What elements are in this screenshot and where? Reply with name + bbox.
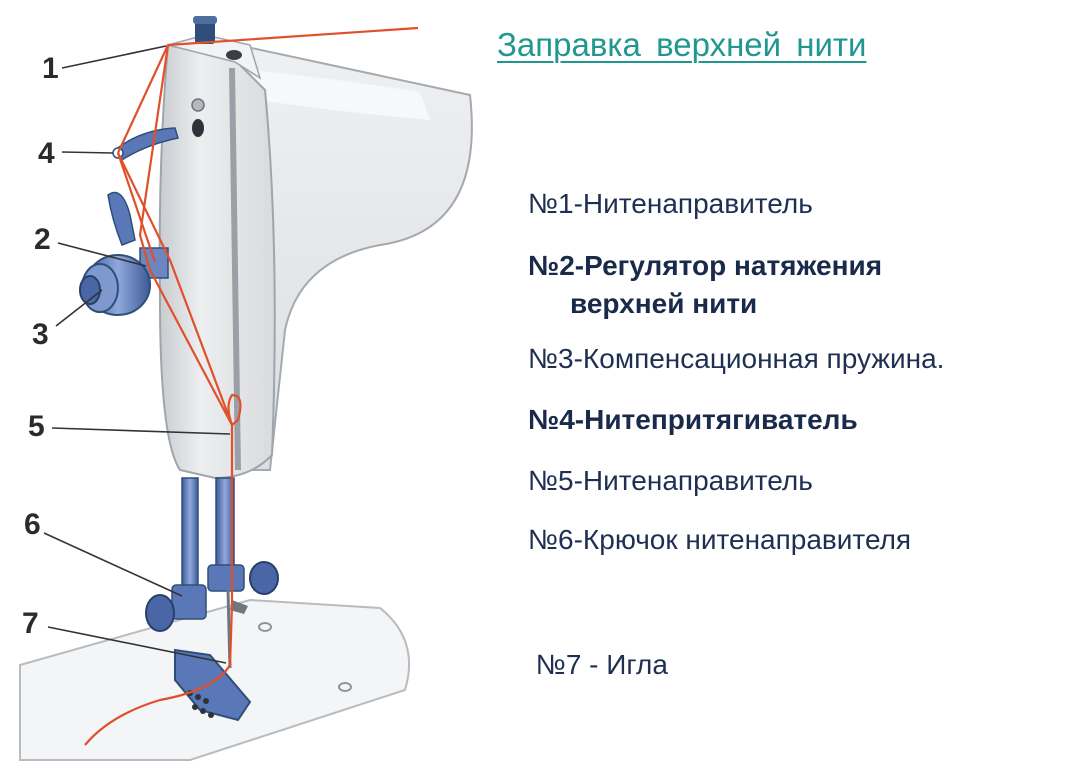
callout-6: 6	[24, 508, 41, 541]
callout-3: 3	[32, 318, 49, 351]
tension-spring-arm	[107, 191, 136, 246]
needle-clamp-screw	[249, 561, 279, 595]
legend-text: №2-Регулятор натяжения	[528, 250, 883, 281]
thread-guide-hook	[230, 600, 248, 614]
face-plate-seam	[229, 67, 241, 471]
legend-text: №6-Крючок нитенаправителя	[528, 524, 912, 555]
legend-item-7: №7 - Игла	[528, 585, 668, 713]
thread-post	[195, 18, 215, 44]
legend-text: №4-Нитепритягиватель	[528, 404, 858, 435]
callout-4: 4	[38, 137, 55, 170]
callout-2: 2	[34, 223, 51, 256]
machine-head	[158, 43, 276, 480]
legend-text-continued: верхней нити	[570, 288, 758, 319]
callout-7: 7	[22, 607, 39, 640]
legend-item-5: №5-Нитенаправитель	[528, 465, 813, 497]
presser-foot	[174, 648, 252, 722]
presser-screw	[145, 594, 175, 632]
face-screw	[191, 98, 205, 112]
legend-item-3: №3-Компенсационная пружина.	[528, 343, 944, 375]
presser-bar	[181, 477, 199, 599]
needle-clamp	[207, 564, 245, 592]
feed-dogs	[187, 690, 214, 718]
callout-5: 5	[28, 410, 45, 443]
callout-1: 1	[42, 52, 59, 85]
legend-text: №1-Нитенаправитель	[528, 188, 813, 219]
top-hole	[226, 50, 242, 60]
callout-leaders	[43, 45, 231, 664]
bed-screw	[258, 622, 272, 632]
legend-item-4: №4-Нитепритягиватель	[528, 404, 858, 436]
legend-item-2: №2-Регулятор натяжения верхней нити	[528, 247, 882, 323]
legend-item-1: №1-Нитенаправитель	[528, 188, 813, 220]
face-slot	[192, 119, 204, 137]
upper-thread	[84, 26, 419, 746]
page-title: Заправка верхней нити	[497, 26, 867, 63]
thread-post-cap	[193, 16, 217, 24]
take-up-lever	[113, 127, 179, 162]
legend-text: №5-Нитенаправитель	[528, 465, 813, 496]
presser-foot-holder	[171, 584, 207, 620]
bed-screw	[338, 682, 352, 692]
arm-highlight	[250, 70, 430, 120]
tension-knob	[79, 275, 101, 305]
legend-item-6: №6-Крючок нитенаправителя	[528, 524, 911, 556]
legend-text: №7 - Игла	[528, 649, 668, 680]
legend-text: №3-Компенсационная пружина.	[528, 343, 945, 374]
